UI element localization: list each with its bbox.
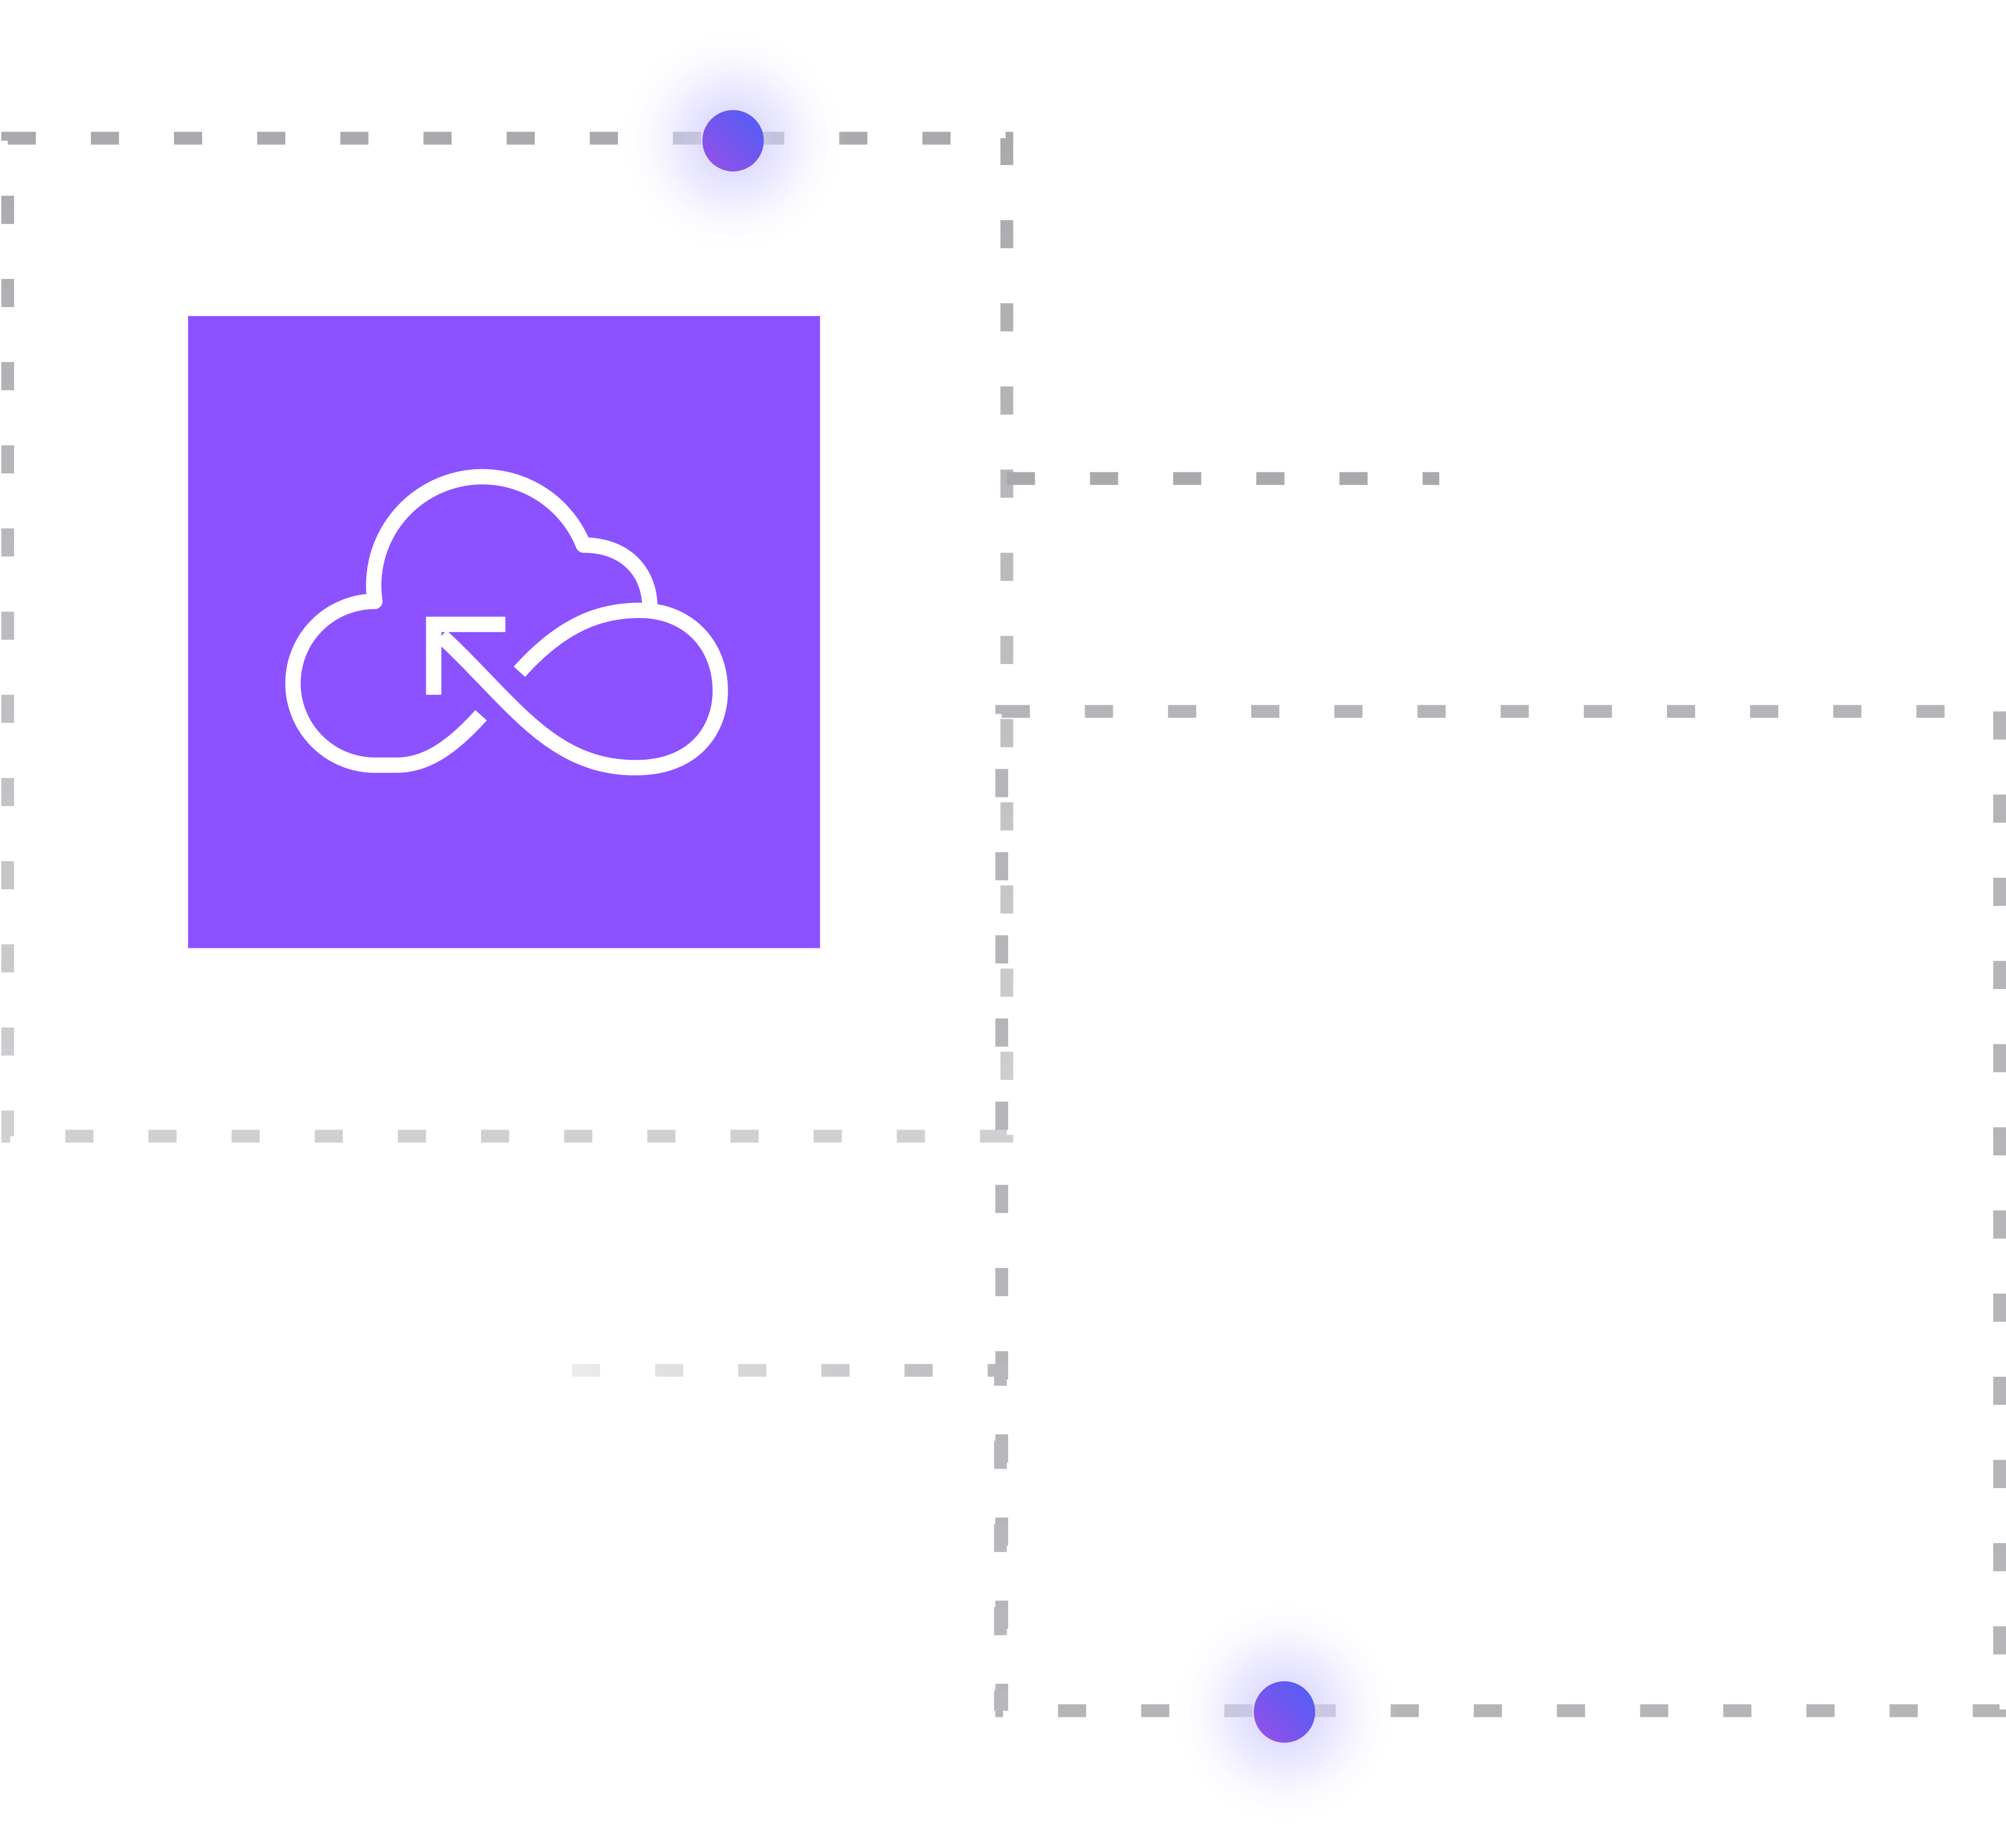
top-left-frame (1, 132, 1013, 1143)
right-frame (995, 705, 2006, 1717)
node-dot (1253, 1681, 1315, 1743)
top-node (617, 25, 848, 256)
cloud-sync-infinity-icon (285, 469, 728, 776)
node-dot (702, 110, 764, 172)
connector-bottom (572, 1364, 1007, 1711)
bottom-node (1169, 1597, 1400, 1828)
